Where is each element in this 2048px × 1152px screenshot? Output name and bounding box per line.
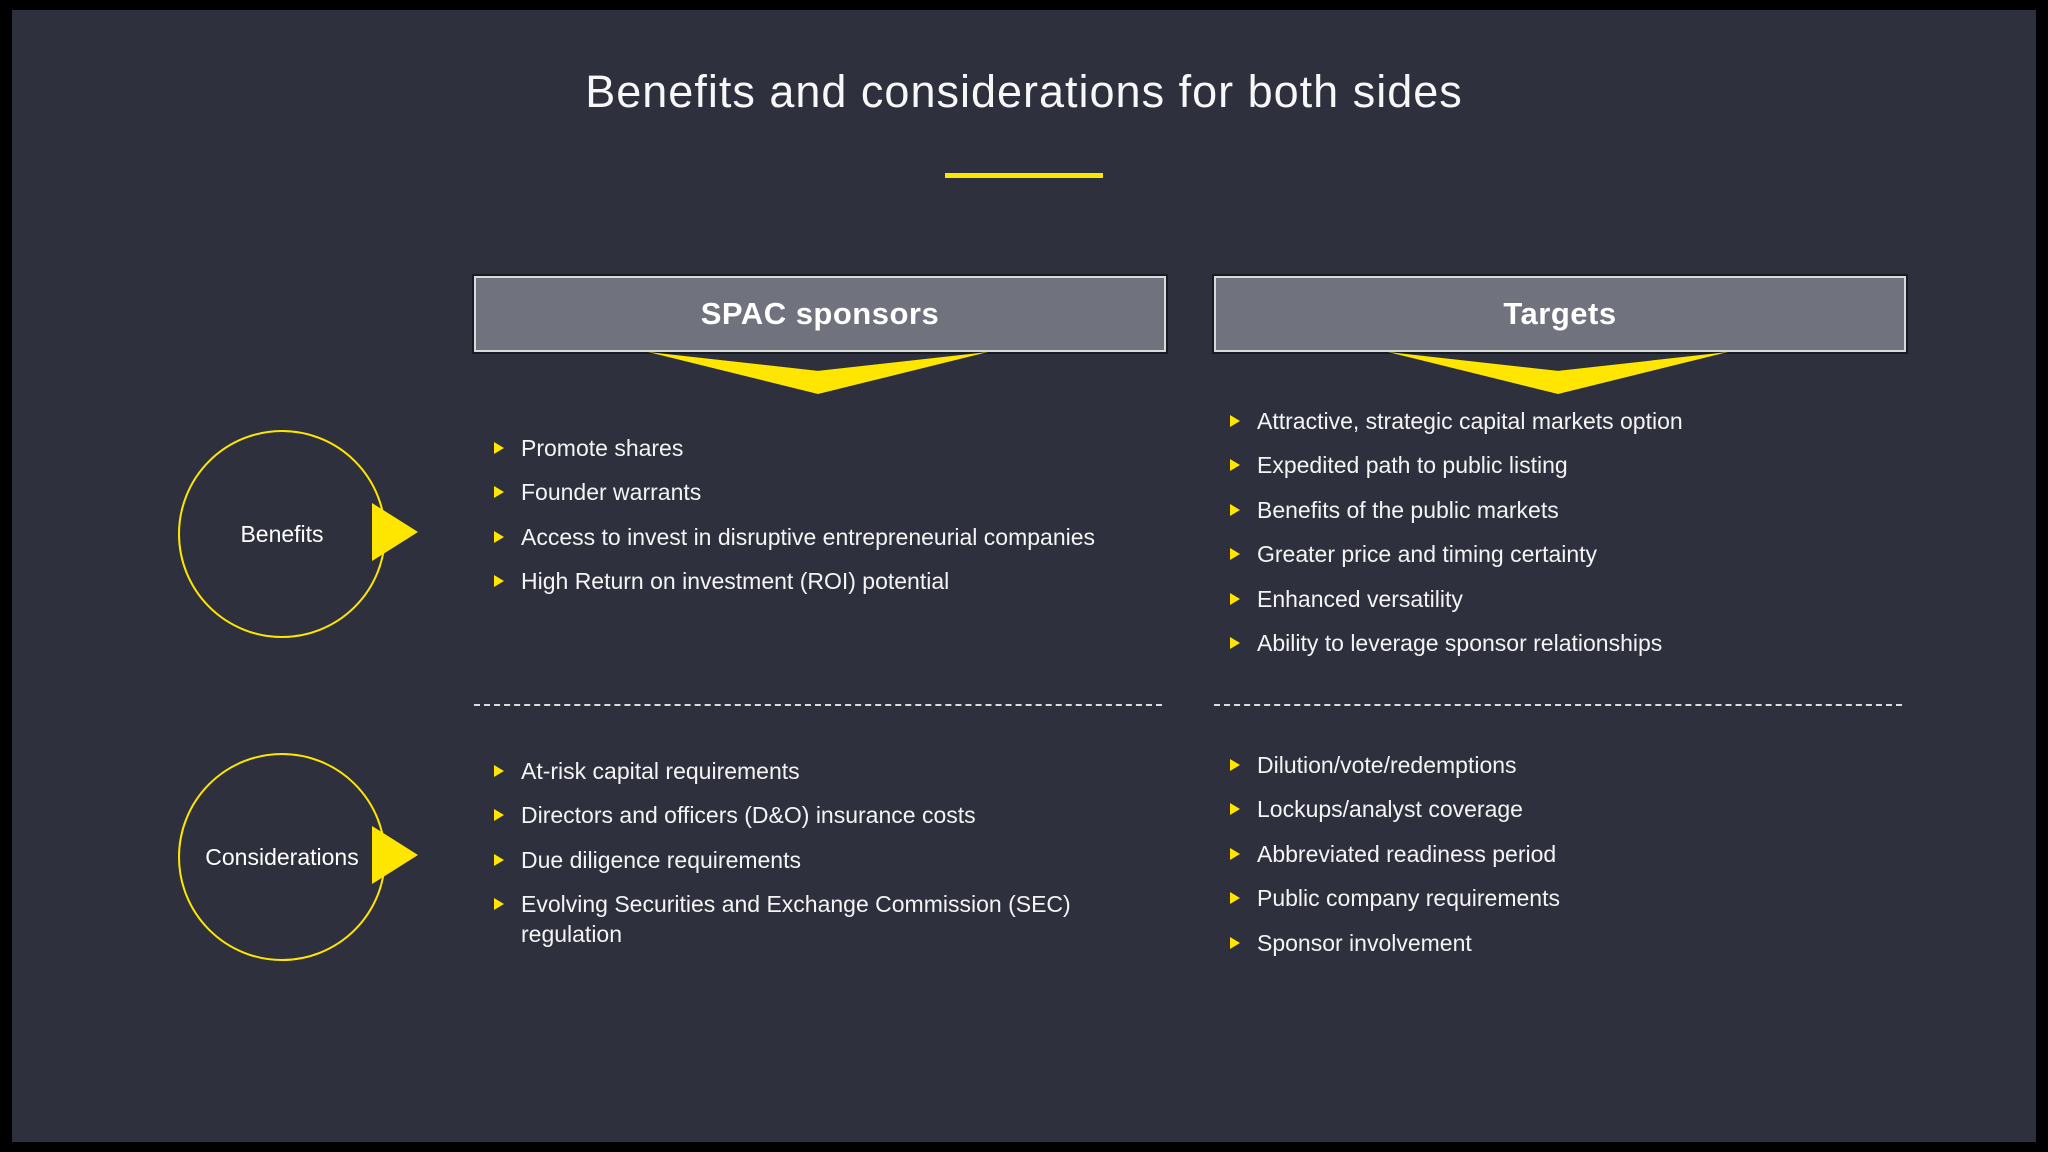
list-item: Access to invest in disruptive entrepren… xyxy=(494,523,1134,552)
considerations-circle-label: Considerations xyxy=(178,753,386,961)
list-item-text: Attractive, strategic capital markets op… xyxy=(1257,408,1683,434)
triangle-bullet-icon xyxy=(494,530,504,543)
list-item: Lockups/analyst coverage xyxy=(1230,795,1890,824)
list-item: Directors and officers (D&O) insurance c… xyxy=(494,801,1134,830)
spac-benefits-list: Promote shares Founder warrants Access t… xyxy=(494,434,1134,612)
list-item-text: Public company requirements xyxy=(1257,885,1560,912)
triangle-bullet-icon xyxy=(1230,415,1240,427)
down-arrow-icon xyxy=(648,352,988,394)
considerations-label-text: Considerations xyxy=(205,843,359,870)
benefits-circle-label: Benefits xyxy=(178,430,386,638)
list-item: Promote shares xyxy=(494,434,1134,463)
list-item: At-risk capital requirements xyxy=(494,757,1134,786)
triangle-bullet-icon xyxy=(1230,637,1240,650)
list-item-text: Expedited path to public listing xyxy=(1257,452,1568,479)
list-item: Benefits of the public markets xyxy=(1230,496,1890,525)
targets-benefits-list: Attractive, strategic capital markets op… xyxy=(1230,407,1890,674)
right-arrow-icon xyxy=(372,503,418,561)
list-item-text: Sponsor involvement xyxy=(1257,929,1472,956)
triangle-bullet-icon xyxy=(1230,459,1240,472)
down-arrow-icon xyxy=(1388,352,1728,394)
column-header-spac-sponsors: SPAC sponsors xyxy=(472,274,1168,354)
slide-title: Benefits and considerations for both sid… xyxy=(585,66,1463,117)
triangle-bullet-icon xyxy=(1230,892,1240,905)
list-item: Enhanced versatility xyxy=(1230,585,1890,614)
triangle-bullet-icon xyxy=(494,486,504,499)
list-item-text: Ability to leverage sponsor relationship… xyxy=(1257,630,1663,657)
list-item-text: Due diligence requirements xyxy=(521,846,801,873)
triangle-bullet-icon xyxy=(1230,759,1240,771)
list-item: High Return on investment (ROI) potentia… xyxy=(494,567,1134,596)
list-item-text: High Return on investment (ROI) potentia… xyxy=(521,568,950,595)
list-item: Greater price and timing certainty xyxy=(1230,540,1890,569)
list-item-text: Access to invest in disruptive entrepren… xyxy=(521,523,1096,550)
triangle-bullet-icon xyxy=(1230,803,1240,816)
triangle-bullet-icon xyxy=(1230,936,1240,949)
right-arrow-icon xyxy=(372,826,418,884)
benefits-label-text: Benefits xyxy=(240,520,324,547)
list-item: Dilution/vote/redemptions xyxy=(1230,751,1890,780)
triangle-bullet-icon xyxy=(494,765,504,777)
triangle-bullet-icon xyxy=(1230,592,1240,605)
list-item: Attractive, strategic capital markets op… xyxy=(1230,407,1890,436)
triangle-bullet-icon xyxy=(494,809,504,822)
triangle-bullet-icon xyxy=(494,442,504,454)
list-item: Sponsor involvement xyxy=(1230,929,1890,958)
spac-considerations-list: At-risk capital requirements Directors a… xyxy=(494,757,1134,964)
list-item: Expedited path to public listing xyxy=(1230,451,1890,480)
list-item-text: At-risk capital requirements xyxy=(521,758,800,784)
list-item-text: Lockups/analyst coverage xyxy=(1257,796,1523,823)
triangle-bullet-icon xyxy=(494,575,504,588)
slide-canvas: Benefits and considerations for both sid… xyxy=(12,10,2036,1142)
list-item: Abbreviated readiness period xyxy=(1230,840,1890,869)
triangle-bullet-icon xyxy=(494,853,504,866)
list-item-text: Evolving Securities and Exchange Commiss… xyxy=(521,891,1071,947)
list-item-text: Abbreviated readiness period xyxy=(1257,840,1557,867)
list-item: Founder warrants xyxy=(494,478,1134,507)
list-item-text: Enhanced versatility xyxy=(1257,585,1463,612)
list-item-text: Greater price and timing certainty xyxy=(1257,541,1598,568)
triangle-bullet-icon xyxy=(1230,847,1240,860)
column-header-label: Targets xyxy=(1503,296,1617,331)
targets-considerations-list: Dilution/vote/redemptions Lockups/analys… xyxy=(1230,751,1890,973)
list-item: Evolving Securities and Exchange Commiss… xyxy=(494,890,1134,949)
list-item-text: Benefits of the public markets xyxy=(1257,496,1559,523)
triangle-bullet-icon xyxy=(494,898,504,911)
list-item-text: Dilution/vote/redemptions xyxy=(1257,752,1517,778)
list-item: Ability to leverage sponsor relationship… xyxy=(1230,629,1890,658)
list-item-text: Directors and officers (D&O) insurance c… xyxy=(521,802,976,829)
dashed-divider xyxy=(1214,704,1902,706)
column-header-targets: Targets xyxy=(1212,274,1908,354)
dashed-divider xyxy=(474,704,1162,706)
list-item-text: Promote shares xyxy=(521,435,684,461)
list-item: Due diligence requirements xyxy=(494,846,1134,875)
triangle-bullet-icon xyxy=(1230,503,1240,516)
list-item-text: Founder warrants xyxy=(521,479,702,506)
title-underline-rule xyxy=(945,173,1103,178)
triangle-bullet-icon xyxy=(1230,548,1240,561)
list-item: Public company requirements xyxy=(1230,884,1890,913)
column-header-label: SPAC sponsors xyxy=(700,296,940,331)
